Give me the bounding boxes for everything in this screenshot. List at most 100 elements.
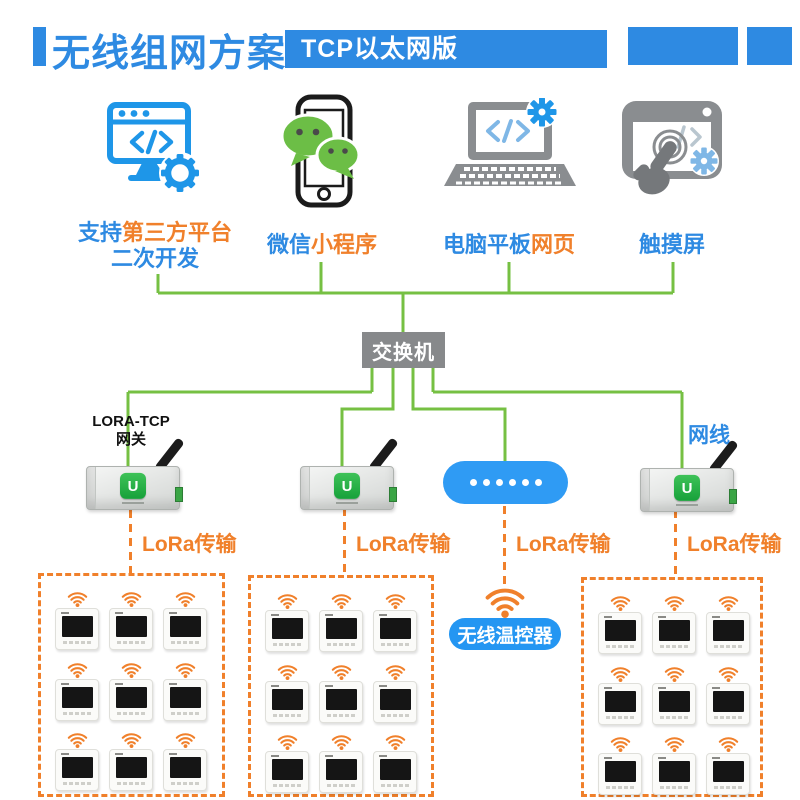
wireless-thermostat-device [109,661,153,721]
wireless-thermostat-device [163,590,207,650]
wifi-icon [664,737,684,752]
ellipsis-dot [469,479,477,486]
wireless-thermostat-device [55,731,99,791]
thermostat-screen [659,761,690,782]
thermostat-group-2 [248,575,434,797]
wireless-thermostat-device [319,733,363,793]
wifi-icon [610,596,630,611]
thermostat-screen [272,688,303,710]
wifi-icon [67,592,87,607]
thermostat-screen [713,620,744,641]
thermostat [163,749,207,791]
wifi-icon [331,735,351,750]
thermostat [706,682,750,725]
thermostat-screen [380,618,411,639]
lora-gateway-1: U [86,437,186,510]
wifi-icon [331,664,351,680]
ethernet-switch: 交换机 [362,332,445,368]
wifi-icon [121,733,141,748]
thermostat [265,610,309,652]
wifi-icon [485,588,525,618]
thermostat-group-1 [38,573,225,797]
wireless-thermostat-device [163,731,207,791]
thermostat [163,608,207,650]
gateway-logo: U [334,472,360,499]
wireless-thermostat-device [652,735,696,795]
wifi-icon [277,594,297,609]
thermostat-screen [380,759,411,780]
wireless-thermostat-device [55,661,99,721]
thermostat-screen [326,688,357,710]
thermostat [163,678,207,721]
thermostat [598,753,642,795]
wifi-icon [718,596,738,611]
terminal-port [389,487,397,502]
thermostat-screen [272,618,303,639]
lora-link-line-2 [343,508,346,575]
wifi-icon [121,592,141,607]
thermostat [652,682,696,725]
wireless-thermostat-device [598,594,642,654]
label-wechat-miniprogram: 微信小程序 [266,232,378,257]
wireless-thermostat-device [373,733,417,793]
wifi-icon [385,735,405,750]
ellipsis-dot [495,479,503,486]
wifi-icon [67,662,87,678]
wifi-icon [121,662,141,678]
label-third-party-platform: 支持第三方平台 二次开发 [77,220,233,271]
terminal-port [175,487,183,502]
wifi-icon [610,666,630,682]
wireless-thermostat-device [109,590,153,650]
thermostat [598,612,642,654]
thermostat-screen [62,686,93,708]
ellipsis-dot [482,479,490,486]
wifi-icon [175,592,195,607]
thermostat-screen [116,686,147,708]
lora-transmission-label-2: LoRa传输 [356,533,451,556]
thermostat-group-3 [581,577,763,797]
thermostat [109,608,153,650]
thermostat-screen [62,757,93,778]
wireless-thermostat-device [319,592,363,652]
laptop-web-icon [444,98,576,186]
wifi-icon [277,664,297,680]
thermostat [265,751,309,793]
wifi-icon [610,737,630,752]
wifi-icon [385,664,405,680]
wireless-thermostat-device [706,594,750,654]
thermostat [55,608,99,650]
thermostat-screen [170,616,201,637]
thermostat-screen [326,759,357,780]
lora-link-line-3 [503,506,506,584]
wifi-icon [67,733,87,748]
wireless-thermostat-device [109,731,153,791]
thermostat-screen [326,618,357,639]
thermostat-screen [116,616,147,637]
lora-link-line-1 [129,510,132,573]
wifi-icon [718,666,738,682]
wireless-thermostat-device [55,590,99,650]
terminal-port [729,489,737,504]
wireless-thermostat-device [319,663,363,723]
wifi-icon [664,666,684,682]
thermostat-screen [272,759,303,780]
wireless-thermostat-device [265,592,309,652]
thermostat [373,680,417,723]
edition-tag: TCP以太网版 [285,30,607,68]
wireless-thermostat-device [652,594,696,654]
thermostat-screen [170,757,201,778]
lora-transmission-label-1: LoRa传输 [142,533,237,556]
thermostat [319,680,363,723]
gateway-logo: U [674,474,700,501]
wireless-thermostat-device [598,735,642,795]
thermostat [265,680,309,723]
more-gateways-ellipsis [443,461,568,504]
ellipsis-dot [534,479,542,486]
wireless-thermostat-device [652,665,696,725]
title-accent-bar [33,27,46,66]
thermostat [55,678,99,721]
header-decor-block [628,27,738,65]
wireless-thermostat-device [265,663,309,723]
label-touch-screen: 触摸屏 [638,232,705,257]
thermostat [109,749,153,791]
